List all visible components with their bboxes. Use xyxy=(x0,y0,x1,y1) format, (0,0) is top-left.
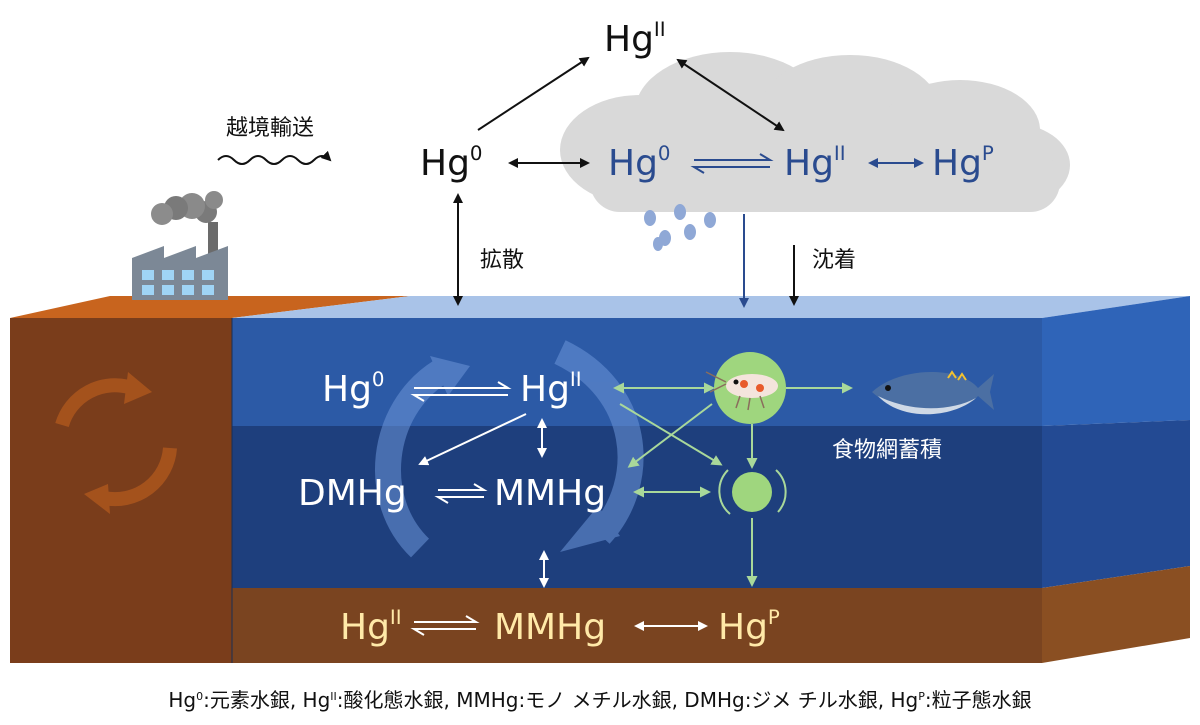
fish-icon xyxy=(872,370,994,415)
plankton-icon xyxy=(732,472,772,512)
diffusion-label: 拡散 xyxy=(480,248,525,273)
rain-drops xyxy=(644,204,716,251)
foodweb-arrows xyxy=(613,382,853,587)
water-surface xyxy=(232,296,1190,318)
atmosphere-hg2-label: HgII xyxy=(604,18,666,60)
water-hg0-label: Hg0 xyxy=(322,368,385,410)
water-hg2-label: HgII xyxy=(520,368,582,410)
atmosphere-arrows xyxy=(453,56,799,306)
transport-wave xyxy=(217,150,332,165)
water-side-lower xyxy=(1042,420,1190,588)
land-block xyxy=(10,296,410,663)
water-mmhg-label: MMHg xyxy=(494,473,607,514)
deposition-label: 沈着 xyxy=(812,248,857,273)
water-side-upper xyxy=(1042,296,1190,426)
factory-icon xyxy=(132,191,228,300)
legend-caption: Hg0:元素水銀, HgII:酸化態水銀, MMHg:モノ メチル水銀, DMH… xyxy=(168,688,1032,712)
transport-label: 越境輸送 xyxy=(226,116,315,141)
land-front xyxy=(10,318,232,663)
cloud-arrows xyxy=(690,153,924,308)
sediment-hgp-label: HgP xyxy=(718,606,780,648)
sediment-side xyxy=(1042,566,1190,663)
soil-cycle-icon xyxy=(55,372,177,514)
cloud-hg2-label: HgII xyxy=(784,142,846,184)
cloud-hgp-label: HgP xyxy=(932,142,994,184)
sediment-hg2-label: HgII xyxy=(340,606,402,648)
sediment-mmhg-label: MMHg xyxy=(494,607,607,648)
water-arrows xyxy=(410,381,549,588)
atmosphere-hg0-label: Hg0 xyxy=(420,142,483,184)
zooplankton-icon xyxy=(705,352,786,424)
foodweb-label: 食物網蓄積 xyxy=(832,438,943,463)
cloud-hg0-label: Hg0 xyxy=(608,142,671,184)
water-dmhg-label: DMHg xyxy=(298,473,407,514)
land-top-surface xyxy=(10,296,410,318)
cloud-shape xyxy=(560,52,1070,212)
